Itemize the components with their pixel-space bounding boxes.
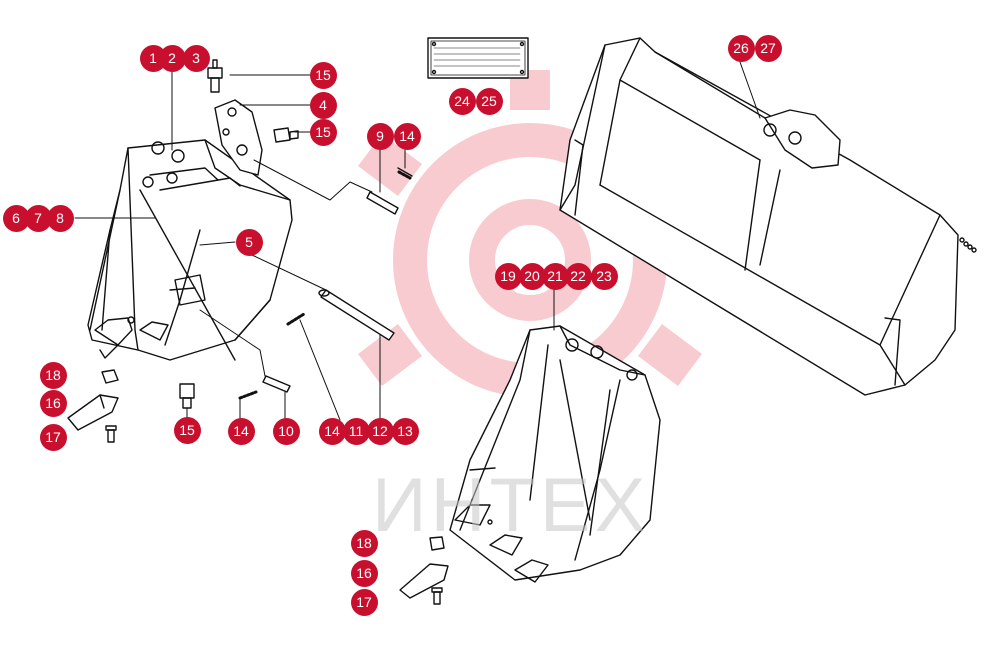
pin-icon bbox=[286, 289, 395, 341]
grease-nipple-icon bbox=[179, 383, 195, 409]
callout-17-right[interactable]: 17 bbox=[350, 588, 378, 616]
callout-17-left[interactable]: 17 bbox=[39, 423, 67, 451]
bracket-plate-icon bbox=[214, 99, 263, 176]
tooth-icon bbox=[67, 394, 119, 431]
callout-4[interactable]: 4 bbox=[309, 91, 337, 119]
callout-7[interactable]: 7 bbox=[24, 204, 52, 232]
nameplate-icon bbox=[427, 37, 529, 79]
callout-21[interactable]: 21 bbox=[541, 262, 569, 290]
tooth-icon bbox=[399, 563, 449, 599]
callout-11[interactable]: 11 bbox=[342, 417, 370, 445]
callout-27[interactable]: 27 bbox=[754, 34, 782, 62]
callout-16-left[interactable]: 16 bbox=[39, 389, 67, 417]
callout-25[interactable]: 25 bbox=[475, 87, 503, 115]
callout-19[interactable]: 19 bbox=[494, 262, 522, 290]
watermark-text: ИНТЕХ bbox=[372, 463, 650, 548]
pin-icon bbox=[238, 375, 291, 400]
nut-icon bbox=[101, 369, 119, 384]
callout-20[interactable]: 20 bbox=[518, 262, 546, 290]
callout-3[interactable]: 3 bbox=[182, 44, 210, 72]
callout-24[interactable]: 24 bbox=[448, 87, 476, 115]
callout-16-right[interactable]: 16 bbox=[350, 559, 378, 587]
callout-15-mid[interactable]: 15 bbox=[309, 118, 337, 146]
trench-bucket-left-icon bbox=[87, 139, 293, 361]
pin-icon bbox=[366, 167, 413, 215]
trench-bucket-right-icon bbox=[449, 325, 661, 583]
callout-22[interactable]: 22 bbox=[564, 262, 592, 290]
callout-15-bottom[interactable]: 15 bbox=[173, 416, 201, 444]
callout-13[interactable]: 13 bbox=[391, 417, 419, 445]
callout-12[interactable]: 12 bbox=[366, 417, 394, 445]
callout-9[interactable]: 9 bbox=[366, 122, 394, 150]
callout-14-bottom-a[interactable]: 14 bbox=[227, 417, 255, 445]
grease-nipple-icon bbox=[207, 59, 223, 93]
callout-5[interactable]: 5 bbox=[235, 228, 263, 256]
callout-18-left[interactable]: 18 bbox=[39, 361, 67, 389]
callout-14-bottom-b[interactable]: 14 bbox=[318, 417, 346, 445]
callout-14-top[interactable]: 14 bbox=[393, 122, 421, 150]
nut-icon bbox=[429, 536, 445, 551]
callout-15-top[interactable]: 15 bbox=[309, 61, 337, 89]
leader-lines bbox=[74, 61, 761, 421]
bolt-icon bbox=[105, 425, 117, 443]
bolt-icon bbox=[431, 587, 443, 605]
callout-18-right[interactable]: 18 bbox=[350, 529, 378, 557]
callout-2[interactable]: 2 bbox=[158, 44, 186, 72]
grease-nipple-icon bbox=[273, 127, 299, 143]
callout-10[interactable]: 10 bbox=[272, 417, 300, 445]
wide-bucket-icon bbox=[559, 37, 977, 396]
callout-23[interactable]: 23 bbox=[590, 262, 618, 290]
callout-26[interactable]: 26 bbox=[727, 34, 755, 62]
